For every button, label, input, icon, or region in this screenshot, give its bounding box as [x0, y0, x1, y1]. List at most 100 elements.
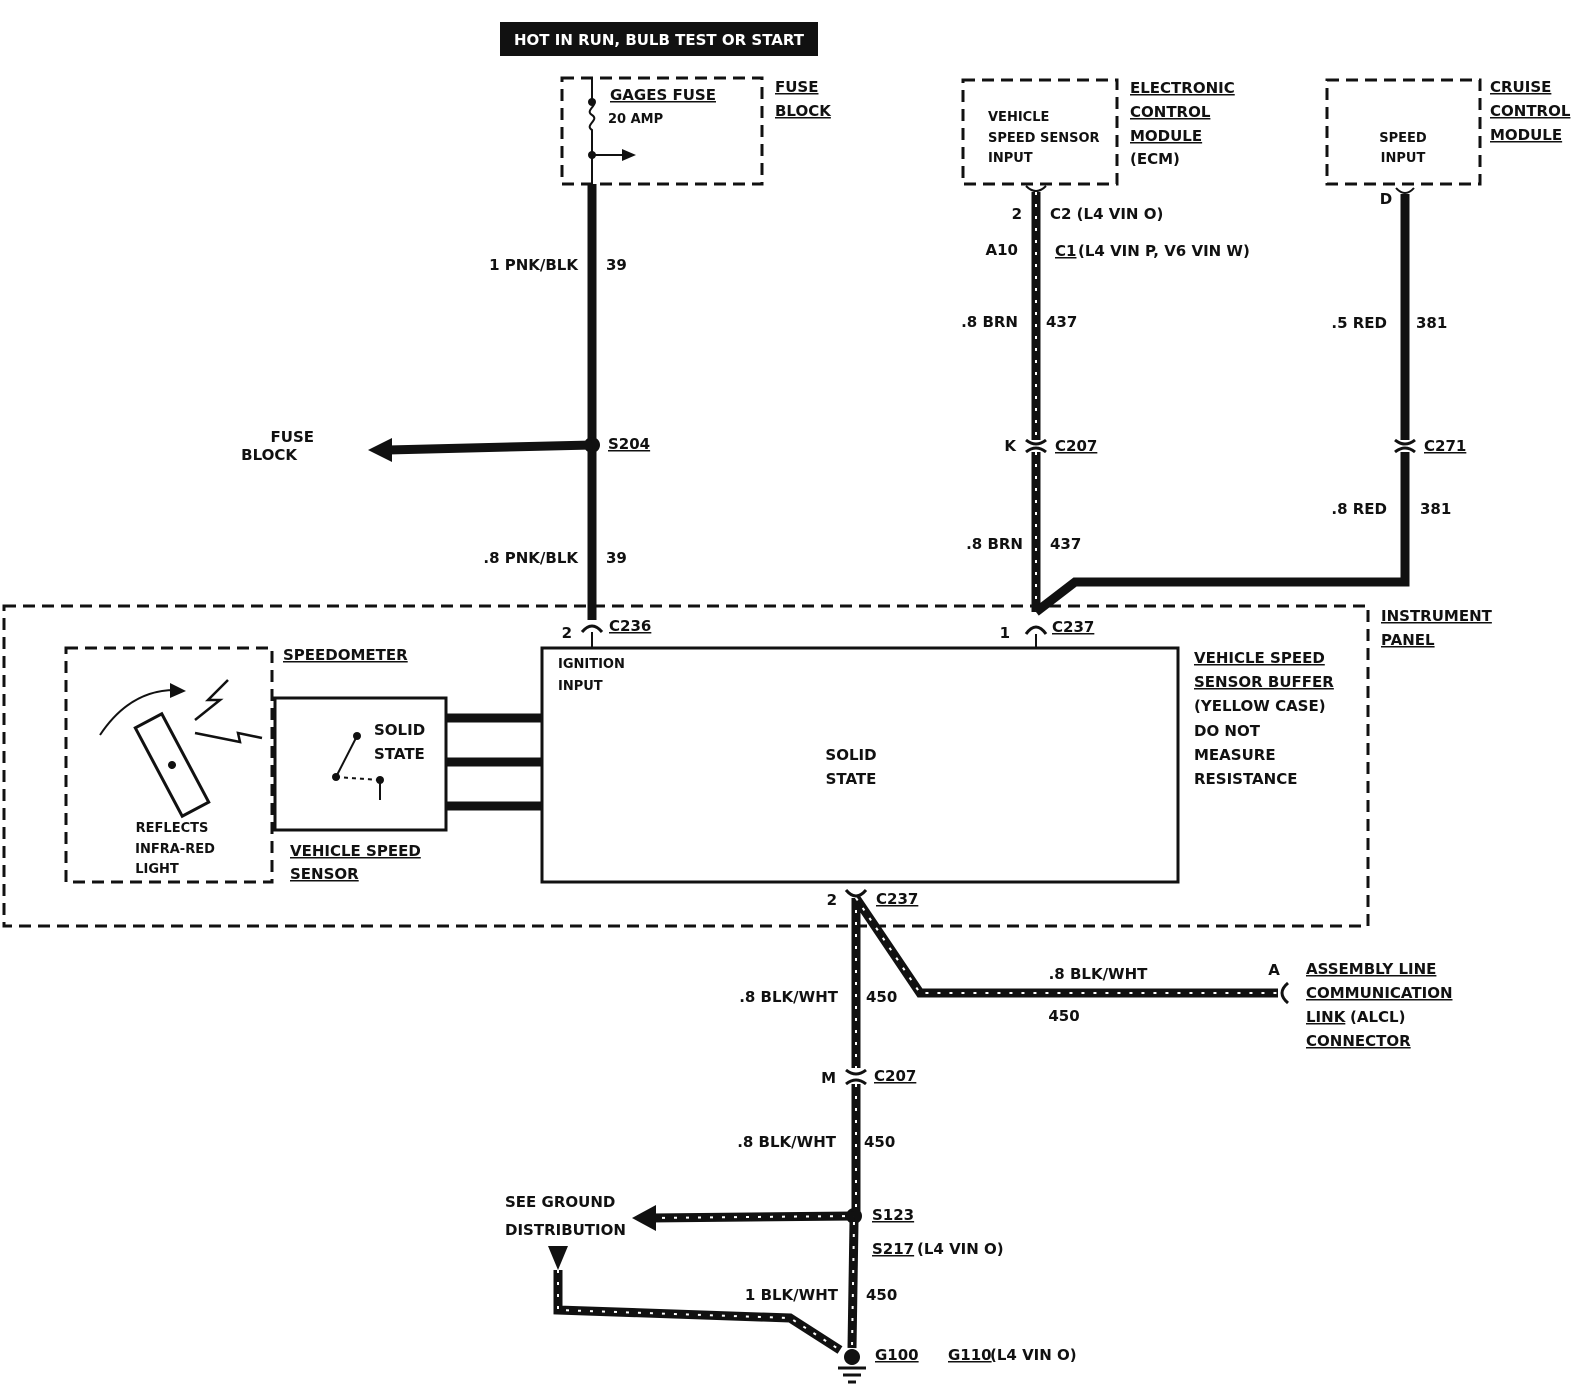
vehicle-speed-sensor-box: [273, 696, 448, 832]
ground-distribution-arrow-down: [548, 1246, 568, 1270]
connector-c237-top-label: C237: [1052, 618, 1094, 636]
fuse-rating: 20 AMP: [608, 112, 663, 127]
wire-ground-loop-hatch: [557, 1270, 841, 1351]
wire-437-gauge-2: .8 BRN: [966, 535, 1023, 553]
speedometer-title: SPEEDOMETER: [283, 646, 408, 664]
panel-label-2: PANEL: [1381, 631, 1435, 649]
buffer-ignition-2: INPUT: [558, 679, 603, 694]
speedometer-sweep-arc: [99, 689, 176, 736]
instrument-panel-boundary: [2, 604, 1370, 928]
speedometer-needle-icon: [133, 711, 211, 819]
connector-c237-top-pin: 1: [1000, 624, 1010, 642]
cruise-name-2: CONTROL: [1490, 102, 1571, 120]
wire-450-main-lower: [847, 1221, 859, 1349]
ecm-name-3: MODULE: [1130, 127, 1202, 145]
alcl-label-1: ASSEMBLY LINE: [1306, 960, 1436, 978]
ecm-input-1: VEHICLE: [988, 110, 1049, 125]
cruise-name-1: CRUISE: [1490, 78, 1551, 96]
wire-450-circuit-2: 450: [864, 1133, 895, 1151]
splice-s217-note: (L4 VIN O): [917, 1240, 1004, 1258]
connector-c207-pin-k: K: [1004, 437, 1017, 455]
cruise-name-3: MODULE: [1490, 126, 1562, 144]
ecm-name-4: (ECM): [1130, 150, 1180, 168]
light-bolt-icon-2: [194, 731, 263, 744]
connector-c237-bottom-symbol: [844, 888, 868, 898]
alcl-label-4: CONNECTOR: [1306, 1032, 1411, 1050]
splice-s217-label: S217: [872, 1240, 914, 1258]
ground-g110-note: (L4 VIN O): [990, 1346, 1077, 1364]
fuse-block-arrow-label-2: BLOCK: [241, 446, 298, 464]
wire-450-gauge-3: 1 BLK/WHT: [745, 1286, 839, 1304]
buffer-warning-1: DO NOT: [1194, 722, 1261, 740]
connector-c207-label: C207: [1055, 437, 1097, 455]
power-banner: [500, 22, 818, 56]
wire-ground-distribution: [649, 1211, 855, 1223]
ground-distribution-arrow-head: [632, 1205, 656, 1231]
see-ground-1: SEE GROUND: [505, 1193, 615, 1211]
wire-ground-distribution-hatch: [649, 1215, 855, 1219]
cruise-pin-d: D: [1380, 190, 1392, 208]
buffer-warning-2: MEASURE: [1194, 746, 1276, 764]
wire-381-lower: [1033, 452, 1410, 616]
alcl-connector-symbol: [1280, 981, 1290, 1005]
alcl-label-2: COMMUNICATION: [1306, 984, 1453, 1002]
connector-c236-label: C236: [609, 617, 651, 635]
wire-381-circuit-2: 381: [1420, 500, 1451, 518]
wire-450-to-alcl-hatch: [855, 897, 1278, 994]
cruise-box: [1325, 78, 1482, 186]
vss-label-2: SENSOR: [290, 865, 359, 883]
wire-450-circuit-1: 450: [866, 988, 897, 1006]
ecm-name-1: ELECTRONIC: [1130, 79, 1235, 97]
cruise-input-1: SPEED: [1379, 131, 1427, 146]
fuse-block-box: [560, 76, 764, 186]
wire-450-circuit-alcl: 450: [1048, 1007, 1079, 1025]
wire-450-gauge-2: .8 BLK/WHT: [737, 1133, 837, 1151]
connector-c237-bottom-pin: 2: [827, 891, 837, 909]
speedometer-sweep-arrowhead: [170, 683, 186, 698]
panel-label-1: INSTRUMENT: [1381, 607, 1493, 625]
cruise-connector-d: [1395, 187, 1415, 194]
speedometer-box: [64, 646, 274, 884]
fuse-block-label-2: BLOCK: [775, 102, 832, 120]
wire-450-gauge-1: .8 BLK/WHT: [739, 988, 839, 1006]
ecm-conn-c1-rest: (L4 VIN P, V6 VIN W): [1078, 242, 1250, 260]
connector-c207-pin-m: M: [821, 1069, 836, 1087]
wire-450-gauge-alcl: .8 BLK/WHT: [1049, 965, 1149, 983]
ecm-pin-c2: 2: [1012, 205, 1022, 223]
splice-s123-label: S123: [872, 1206, 914, 1224]
ecm-pin-c1: A10: [986, 241, 1018, 259]
fuse-symbol: [588, 78, 596, 184]
wire-381-circuit-1: 381: [1416, 314, 1447, 332]
wire-381-gauge-2: .8 RED: [1331, 500, 1387, 518]
power-banner-text: HOT IN RUN, BULB TEST OR START: [514, 31, 805, 49]
fuse-terminal-top: [588, 98, 596, 106]
speedometer-note-1: REFLECTS: [136, 821, 209, 836]
light-bolt-icon-1: [194, 679, 229, 721]
fuse-block-arrow-head: [368, 438, 392, 462]
wire-437-circuit-2: 437: [1050, 535, 1081, 553]
ground-g100-label: G100: [875, 1346, 919, 1364]
wire-39-circuit-2: 39: [606, 549, 627, 567]
connector-c237-top-symbol: [1024, 625, 1048, 635]
vss-state-1: SOLID: [374, 721, 425, 739]
fuse-name: GAGES FUSE: [610, 86, 716, 104]
alcl-label-3: LINK: [1306, 1008, 1347, 1026]
vss-state-2: STATE: [374, 745, 425, 763]
connector-c271-symbol: [1394, 438, 1416, 454]
buffer-warning-3: RESISTANCE: [1194, 770, 1297, 788]
wire-to-fuse-block: [387, 440, 593, 455]
connector-c207-bottom-symbol: [845, 1068, 867, 1086]
ecm-name-2: CONTROL: [1130, 103, 1211, 121]
wire-450-circuit-3: 450: [866, 1286, 897, 1304]
buffer-name-2: SENSOR BUFFER: [1194, 673, 1334, 691]
wire-39-circuit-1: 39: [606, 256, 627, 274]
fuse-block-label-1: FUSE: [775, 78, 818, 96]
buffer-ignition-1: IGNITION: [558, 657, 625, 672]
connector-c237-bottom-label: C237: [876, 890, 918, 908]
ecm-connector-c2: [1025, 185, 1047, 192]
wire-39-gauge-2: .8 PNK/BLK: [483, 549, 579, 567]
connector-c236-pin: 2: [562, 624, 572, 642]
ecm-conn-c1: C1: [1055, 242, 1076, 260]
speedometer-note-3: LIGHT: [135, 862, 179, 877]
